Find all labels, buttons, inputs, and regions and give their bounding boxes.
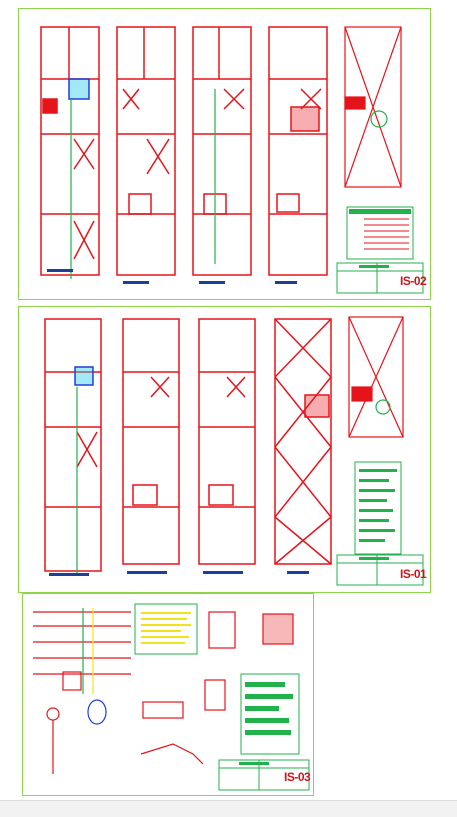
drawing-sheet-is-01: IS-01 [18,306,431,593]
floor-plan-2 [116,26,176,276]
title-block [336,554,424,586]
sheet-number: IS-01 [400,567,427,581]
status-bar [0,800,457,817]
floor-plan-1 [40,26,100,276]
roof-plan [348,316,404,438]
drawing-sheet-is-02: IS-02 [18,8,431,300]
legend-table [354,461,402,555]
sheet-drawing [33,603,310,791]
sheet-drawing [44,316,424,586]
floor-plan-3 [198,318,256,565]
floor-plan-1 [44,318,102,572]
detail-connection [140,679,226,765]
drawing-sheet-is-03: IS-03 [22,593,314,796]
title-block [218,759,310,791]
detail-tank [208,611,294,649]
spec-notes-2 [240,673,300,755]
title-block [336,262,424,294]
sheet-number: IS-03 [284,770,311,784]
roof-plan [344,26,402,188]
spec-notes-1 [134,603,198,655]
floor-plan-2 [122,318,180,565]
detail-manhole [46,671,107,774]
riser-diagram [33,608,131,694]
floor-plan-4 [274,318,332,565]
sheet-number: IS-02 [400,274,427,288]
floor-plan-3 [192,26,252,276]
legend-table [346,206,414,260]
sheet-drawing [40,26,424,294]
floor-plan-4 [268,26,328,276]
